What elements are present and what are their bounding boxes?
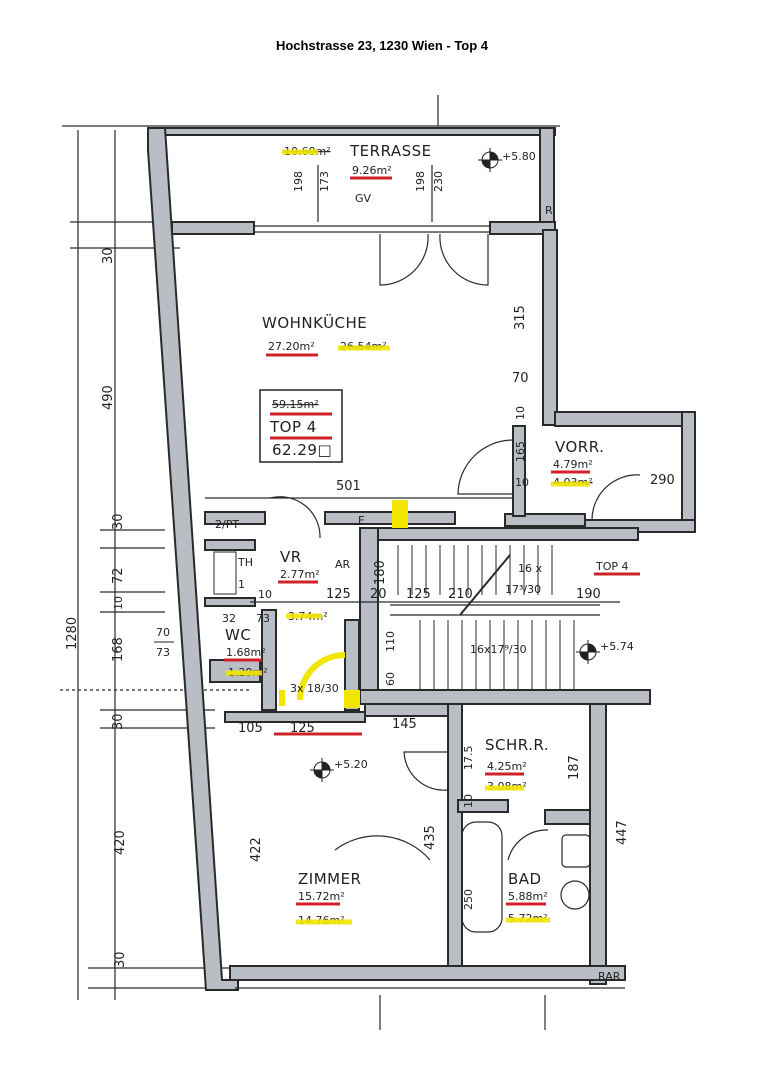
dim-175: 17.5 [462,746,475,771]
dim-250: 250 [462,889,475,910]
terrasse-level: +5.80 [502,150,536,163]
schr-name: SCHR.R. [485,736,549,754]
vr-name: VR [280,548,302,566]
dim-t198a: 198 [292,171,305,192]
dim-501: 501 [336,479,361,494]
vr-area-new: 2.77m² [280,568,320,581]
dim-left-168: 168 [111,637,126,662]
dim-32: 32 [222,612,236,625]
vorr-area-new: 4.79m² [553,458,593,471]
vr-ar: AR [335,558,351,571]
dim-frac-top: 70 [156,626,170,639]
dim-125c: 125 [290,721,315,736]
wc-area-new: 1.68m² [226,646,266,659]
dim-60: 60 [384,672,397,686]
dim-125a: 125 [326,587,351,602]
label-e: E [358,514,365,527]
dim-left-30a: 30 [101,247,116,264]
dim-187: 187 [567,755,582,780]
dim-10a: 10 [514,406,527,420]
label-r: R [545,204,553,217]
dim-315: 315 [513,305,528,330]
wohnkueche-area-new: 27.20m² [268,340,315,353]
dim-left-total: 1280 [65,617,80,650]
dim-435: 435 [423,825,438,850]
dim-210: 210 [448,587,473,602]
stairs-level: +5.74 [600,640,634,653]
dim-180: 180 [373,560,388,585]
label-th: TH [237,556,253,569]
dim-10c: 10 [258,588,272,601]
zimmer-name: ZIMMER [298,870,361,888]
stairs-label-top: 16 x [518,562,542,575]
zimmer-area-new: 15.72m² [298,890,345,903]
dim-left-30c: 30 [111,713,126,730]
zimmer-level: +5.20 [334,758,368,771]
label-rar: RAR [598,970,621,983]
yellow-highlights [279,500,408,708]
dim-165: 165 [514,441,527,462]
dim-left-30d: 30 [113,951,128,968]
label-one: 1 [238,578,245,591]
dim-70: 70 [512,371,529,386]
dim-125b: 125 [406,587,431,602]
bad-name: BAD [508,870,542,888]
dim-422: 422 [249,837,264,862]
dim-left-72: 72 [111,567,126,584]
stairs-top-ref: TOP 4 [595,560,629,573]
left-dimension-lines [60,95,560,1000]
dim-105: 105 [238,721,263,736]
stairs-label-bottom: 16x17⁹/30 [470,643,527,656]
terrasse-gv: GV [355,192,372,205]
dim-447: 447 [615,820,630,845]
dim-frac-bot: 73 [156,646,170,659]
top-label: TOP 4 [269,418,317,436]
terrasse-name: TERRASSE [349,142,432,160]
walls [147,127,696,1030]
dim-left-420: 420 [113,830,128,855]
label-stairs-3x: 3x 18/30 [290,682,339,695]
dim-20: 20 [370,587,387,602]
vorr-name: VORR. [555,438,604,456]
dim-10d: 10 [462,794,475,808]
terrasse-area-new: 9.26m² [352,164,392,177]
dim-left-30b: 30 [111,513,126,530]
bath-fixtures [213,551,591,933]
top-area-total: 62.29□ [272,441,332,459]
wohnkueche-name: WOHNKÜCHE [262,313,367,332]
dim-145: 145 [392,717,417,732]
dim-290: 290 [650,473,675,488]
bad-area-new: 5.88m² [508,890,548,903]
stairs-label-top2: 17³/30 [505,583,541,596]
schr-area-new: 4.25m² [487,760,527,773]
wc-name: WC [225,626,251,644]
top-area-old: 59.15m² [272,398,319,411]
dim-left-10: 10 [112,596,125,610]
staircase [390,545,600,690]
dim-110: 110 [384,631,397,652]
doors [269,233,641,861]
page-title: Hochstrasse 23, 1230 Wien - Top 4 [275,38,489,53]
dim-t230: 230 [432,171,445,192]
dim-left-490: 490 [101,385,116,410]
label-pt: 2/PT [215,518,239,531]
dim-t198b: 198 [414,171,427,192]
dim-10b: 10 [515,476,529,489]
dim-190: 190 [576,587,601,602]
dim-t173: 173 [318,171,331,192]
level-markers [310,148,600,782]
dim-73: 73 [256,612,270,625]
top-area-box [259,389,343,463]
